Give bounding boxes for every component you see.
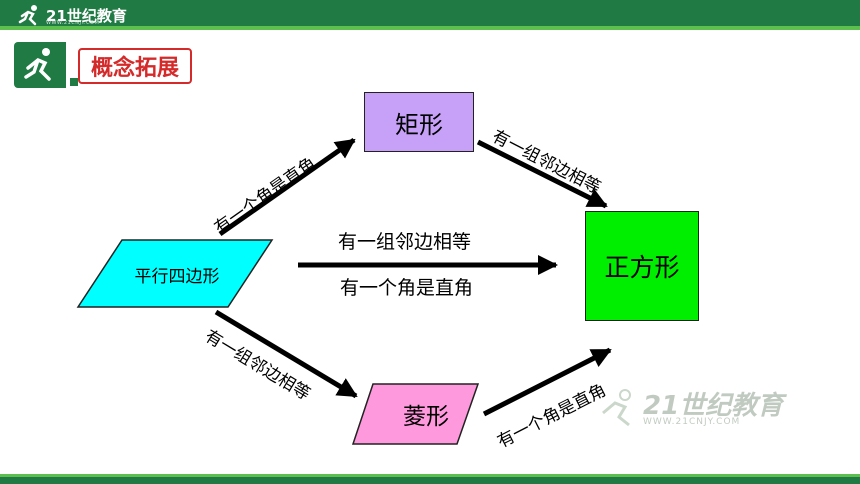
watermark-text: 21世纪教育 xyxy=(643,391,784,421)
badge-icon-box xyxy=(14,42,66,88)
arrow-para-to-rect xyxy=(218,137,356,237)
edge-label-direct-bottom: 有一个角是直角 xyxy=(340,277,474,299)
logo-text: 21世纪教育 xyxy=(46,6,127,25)
site-logo[interactable]: 21世纪教育 WWW.21CNJY.COM xyxy=(18,4,127,26)
node-rhombus-label: 菱形 xyxy=(403,404,449,430)
footer-bar xyxy=(0,474,860,484)
header-bar: 21世纪教育 WWW.21CNJY.COM xyxy=(0,0,860,30)
arrow-para-to-rhombus xyxy=(214,309,358,399)
edge-label-direct-top: 有一组邻边相等 xyxy=(338,231,472,253)
section-title: 概念拓展 xyxy=(78,48,192,84)
header-stripe xyxy=(0,26,860,30)
logo-url: WWW.21CNJY.COM xyxy=(46,20,100,26)
parallelogram-shape xyxy=(76,239,274,308)
arrow-rect-to-square xyxy=(476,139,608,209)
runner-icon xyxy=(18,5,37,26)
watermark: 21世纪教育 WWW.21CNJY.COM xyxy=(595,383,825,433)
arrow-rhombus-to-square xyxy=(482,347,612,417)
watermark-logo-icon xyxy=(602,389,631,427)
badge-notch xyxy=(70,78,78,86)
watermark-url: WWW.21CNJY.COM xyxy=(643,417,741,427)
section-badge: 概念拓展 xyxy=(14,42,194,88)
rhombus-shape xyxy=(351,383,480,445)
footer-stripe xyxy=(0,474,860,477)
node-square: 正方形 xyxy=(585,211,699,321)
runner-icon xyxy=(24,48,51,81)
node-parallelogram-label: 平行四边形 xyxy=(134,266,220,287)
node-rectangle: 矩形 xyxy=(364,92,474,152)
